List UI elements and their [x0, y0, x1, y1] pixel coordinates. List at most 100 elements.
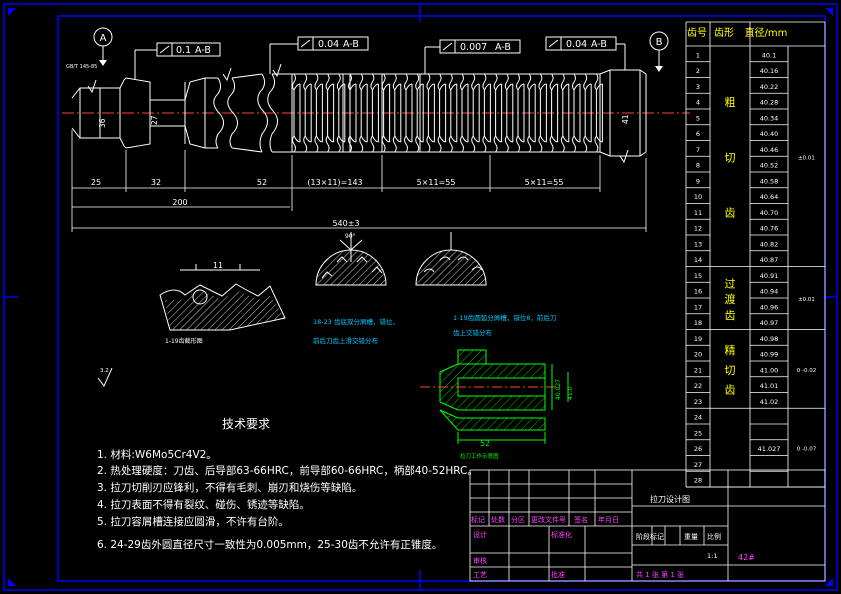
tooth-number: 24	[694, 414, 702, 422]
tooth-diameter: 40.98	[760, 335, 779, 343]
dim-55a: 5×11=55	[417, 178, 456, 187]
dim-143: (13×11)=143	[307, 178, 362, 187]
workpiece-dim-52: 52	[480, 439, 490, 448]
broach-main-view	[62, 63, 690, 164]
angle-label: 90°	[345, 233, 356, 240]
tolerance-1-value: 0.1	[176, 45, 191, 56]
dim-200: 200	[172, 198, 187, 207]
broach-tooth	[471, 73, 480, 153]
table-header-dia: 直径/mm	[745, 26, 788, 39]
tooth-number: 22	[694, 382, 702, 390]
tooth-number: 7	[696, 146, 700, 154]
tolerance-4-value: 0.04	[566, 39, 587, 50]
tech-title: 技术要求	[222, 417, 271, 431]
note-sections-4: 齿上交错分布	[453, 328, 493, 337]
broach-tooth	[426, 73, 435, 153]
tooth-number: 5	[696, 114, 700, 122]
tooth-group-char: 过	[725, 277, 736, 290]
tooth-number: 28	[694, 477, 702, 485]
tb-label-mark: 标记	[471, 515, 485, 524]
dim-25: 25	[91, 178, 101, 187]
broach-tooth	[370, 73, 379, 153]
tooth-diameter: 41.00	[760, 366, 779, 374]
tooth-number: 18	[694, 319, 702, 327]
broach-tooth	[460, 73, 469, 153]
tooth-diameter: 40.97	[760, 319, 779, 327]
tooth-number: 26	[694, 445, 702, 453]
tech-item-1: 1. 材料:W6Mo5Cr4V2。	[97, 449, 217, 461]
tooth-diameter: 40.22	[760, 83, 779, 91]
broach-tooth	[381, 73, 391, 153]
tooth-group-char: 齿	[725, 384, 736, 397]
broach-teeth	[292, 73, 603, 153]
tb-stage: 阶段标记	[636, 532, 664, 541]
tooth-number: 19	[694, 335, 702, 343]
tech-item-2: 2. 热处理硬度：刀齿、后导部63-66HRC，前导部60-66HRC，柄部40…	[97, 465, 478, 477]
tooth-number: 23	[694, 398, 702, 406]
dim-540: 540±3	[332, 219, 359, 228]
tooth-diameter: 40.28	[760, 99, 779, 107]
tooth-number: 15	[694, 272, 702, 280]
tooth-diameter: 40.96	[760, 303, 779, 311]
datum-a-label: A	[100, 33, 107, 44]
tolerance-frame-3: 0.007 A-B	[424, 39, 521, 74]
dim-11: 11	[213, 261, 223, 270]
tolerance-3-value: 0.007	[460, 42, 487, 53]
workpiece-dim-hole2: 41.0	[567, 386, 574, 400]
datum-b: B	[649, 31, 669, 72]
broach-tooth	[437, 73, 447, 153]
broach-tooth	[538, 73, 547, 153]
broach-tooth	[392, 73, 402, 153]
tb-sheets: 共 1 张 第 1 张	[636, 570, 684, 579]
tb-std: 标准化	[551, 530, 572, 539]
note-sections-2: 前后刀齿上滑交错分布	[313, 336, 379, 345]
broach-tooth	[314, 73, 323, 153]
note-sections-1: 18-23 齿底双分屑槽，错位，	[313, 317, 399, 326]
tooth-group-char: 齿	[725, 206, 736, 219]
tooth-diameter: 40.52	[760, 162, 779, 170]
tolerance-frame-1: 0.1 A-B	[134, 42, 221, 80]
tooth-number: 27	[694, 461, 702, 469]
tb-review: 审核	[473, 556, 487, 565]
tb-label-count: 处数	[491, 515, 505, 524]
broach-tooth	[359, 73, 368, 153]
tooth-group-char: 精	[725, 344, 736, 357]
datum-b-label: B	[656, 37, 663, 48]
tb-scale: 1:1	[707, 552, 717, 560]
broach-tooth	[504, 73, 514, 153]
tooth-diameter: 40.64	[760, 193, 779, 201]
tolerance-4-datum: A-B	[591, 39, 607, 50]
tooth-diameter: 41.027	[758, 445, 781, 453]
tooth-number: 10	[694, 193, 702, 201]
tb-label-sign: 签名	[574, 515, 588, 524]
tooth-diameter: 40.76	[760, 225, 779, 233]
tooth-number: 14	[694, 256, 702, 264]
dim-dia-rear: 41	[621, 114, 630, 124]
broach-tooth	[594, 73, 603, 153]
tooth-number: 17	[694, 303, 702, 311]
broach-tooth	[303, 73, 312, 153]
tb-label-date: 年月日	[598, 515, 619, 524]
tooth-diameter: 40.16	[760, 67, 779, 75]
tooth-number: 4	[696, 99, 700, 107]
dim-32: 32	[151, 178, 161, 187]
broach-tooth	[404, 73, 413, 153]
tb-ratio: 比例	[707, 532, 721, 541]
tolerance-frame-2: 0.04 A-B	[269, 36, 369, 74]
tooth-number: 16	[694, 288, 702, 296]
roughness-value: 3.2	[100, 368, 109, 374]
workpiece-dim-hole: 40.027	[555, 379, 562, 400]
tb-code: 42#	[738, 553, 755, 562]
tooth-group-tol: 0 -0.07	[797, 447, 817, 453]
tech-item-5: 5. 拉刀容屑槽连接应圆滑，不许有台阶。	[97, 516, 289, 528]
tooth-number: 12	[694, 225, 702, 233]
tooth-diameter: 40.46	[760, 146, 779, 154]
tooth-diameter: 40.40	[760, 130, 779, 138]
broach-tooth	[448, 73, 458, 153]
broach-tooth	[527, 73, 536, 153]
tooth-group-char: 粗	[725, 96, 736, 109]
broach-tooth	[482, 73, 491, 153]
tooth-group-char: 齿	[725, 309, 736, 322]
